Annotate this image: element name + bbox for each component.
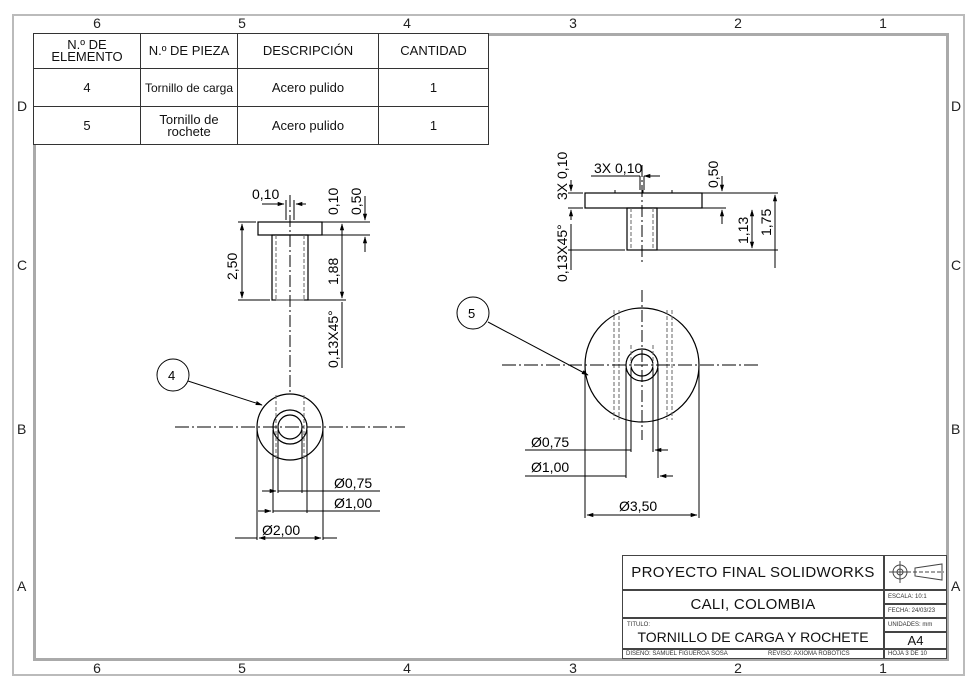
zone-row-b-right: B: [951, 421, 961, 437]
dim-part5-mid-height: 1,13: [735, 217, 751, 244]
bom-header-part: N.º DE PIEZA: [140, 33, 238, 69]
title-block-date: FECHA: 24/03/23: [888, 608, 936, 614]
zone-row-a-left: A: [17, 578, 27, 594]
title-block: PROYECTO FINAL SOLIDWORKS CALI, COLOMBIA…: [622, 555, 947, 659]
bom-part-name: Tornillo de rochete: [140, 106, 238, 145]
title-block-reviewed-by: REVISÓ: AXIOMA ROBOTICS: [768, 651, 850, 657]
title-block-location: CALI, COLOMBIA: [622, 590, 884, 618]
title-block-project: PROYECTO FINAL SOLIDWORKS: [622, 555, 884, 590]
zone-col-3-top: 3: [569, 15, 577, 31]
title-block-sheet-cell: HOJA 3 DE 10: [884, 649, 947, 659]
zone-col-5-top: 5: [238, 15, 246, 31]
zone-col-1-bottom: 1: [879, 660, 887, 676]
projection-symbol-cell: [884, 555, 947, 590]
dim-part5-overall-height: 1,75: [758, 209, 774, 236]
zone-col-3-bottom: 3: [569, 660, 577, 676]
title-block-title-cell: TITULO: TORNILLO DE CARGA Y ROCHETE: [622, 618, 884, 649]
zone-col-5-bottom: 5: [238, 660, 246, 676]
part5-front-view: [456, 290, 760, 518]
dim-part4-head-small: 0,10: [325, 188, 341, 215]
zone-col-6-top: 6: [93, 15, 101, 31]
first-angle-projection-icon: [889, 561, 944, 583]
dim-part4-chamfer: 0,13X45°: [325, 310, 341, 368]
sheet-inner-border: [33, 33, 949, 661]
dim-part5-slot-depth: 3X 0,10: [554, 152, 570, 200]
bom-header-row: N.º DE ELEMENTO N.º DE PIEZA DESCRIPCIÓN…: [33, 33, 489, 69]
dim-part4-overall-height: 2,50: [224, 253, 240, 280]
dim-part4-dia-mid: Ø1,00: [334, 495, 372, 511]
title-block-drawn-by: DISEÑO: SAMUEL FIGUEROA SOSA: [626, 651, 728, 657]
part5-balloon-label: 5: [468, 306, 475, 321]
bom-header-description: DESCRIPCIÓN: [237, 33, 379, 69]
title-block-units: UNIDADES: mm: [888, 622, 933, 628]
zone-row-b-left: B: [17, 421, 27, 437]
bom-quantity: 1: [378, 68, 489, 107]
bom-part-name: Tornillo de carga: [140, 68, 238, 107]
title-block-units-cell: UNIDADES: mm: [884, 618, 947, 632]
bom-header-item: N.º DE ELEMENTO: [33, 33, 141, 69]
bom-item-number: 5: [33, 106, 141, 145]
zone-row-d-right: D: [951, 98, 962, 114]
bill-of-materials-table: N.º DE ELEMENTO N.º DE PIEZA DESCRIPCIÓN…: [33, 33, 489, 145]
title-block-sheet: HOJA 3 DE 10: [888, 651, 928, 657]
zone-col-6-bottom: 6: [93, 660, 101, 676]
title-block-size: A4: [884, 632, 947, 649]
dim-part5-chamfer: 0,13X45°: [554, 224, 570, 282]
zone-col-2-bottom: 2: [734, 660, 742, 676]
zone-row-c-left: C: [17, 257, 28, 273]
dim-part4-dia-big: Ø2,00: [262, 522, 300, 538]
zone-col-4-top: 4: [403, 15, 411, 31]
dim-part5-slots: 3X 0,10: [594, 160, 642, 176]
bom-header-quantity: CANTIDAD: [378, 33, 489, 69]
bom-description: Acero pulido: [237, 106, 379, 145]
dim-part5-dia-big: Ø3,50: [619, 498, 657, 514]
dim-part4-shank: 1,88: [325, 258, 341, 285]
title-block-date-cell: FECHA: 24/03/23: [884, 604, 947, 618]
dim-part4-top-gap: 0,10: [252, 186, 279, 202]
zone-col-4-bottom: 4: [403, 660, 411, 676]
dim-part4-head-height: 0,50: [348, 188, 364, 215]
bom-row: 5 Tornillo de rochete Acero pulido 1: [33, 106, 489, 145]
zone-row-c-right: C: [951, 257, 962, 273]
title-block-title-label: TITULO:: [627, 622, 651, 628]
sheet-outer-border: [12, 14, 965, 676]
part5-side-view: [568, 165, 778, 270]
zone-row-d-left: D: [17, 98, 28, 114]
title-block-scale: ESCALA: 10:1: [888, 594, 927, 600]
part4-front-view: [156, 358, 405, 541]
dim-part5-plate-height: 0,50: [705, 161, 721, 188]
bom-quantity: 1: [378, 106, 489, 145]
title-block-scale-cell: ESCALA: 10:1: [884, 590, 947, 604]
dim-part5-dia-small: Ø0,75: [531, 434, 569, 450]
zone-row-a-right: A: [951, 578, 961, 594]
title-block-title: TORNILLO DE CARGA Y ROCHETE: [637, 629, 869, 645]
title-block-credits: DISEÑO: SAMUEL FIGUEROA SOSA REVISÓ: AXI…: [622, 649, 884, 659]
zone-col-1-top: 1: [879, 15, 887, 31]
dim-part4-dia-small: Ø0,75: [334, 475, 372, 491]
dim-part5-dia-mid: Ø1,00: [531, 459, 569, 475]
part4-side-view: [238, 195, 370, 395]
zone-col-2-top: 2: [734, 15, 742, 31]
part4-balloon-label: 4: [168, 368, 175, 383]
